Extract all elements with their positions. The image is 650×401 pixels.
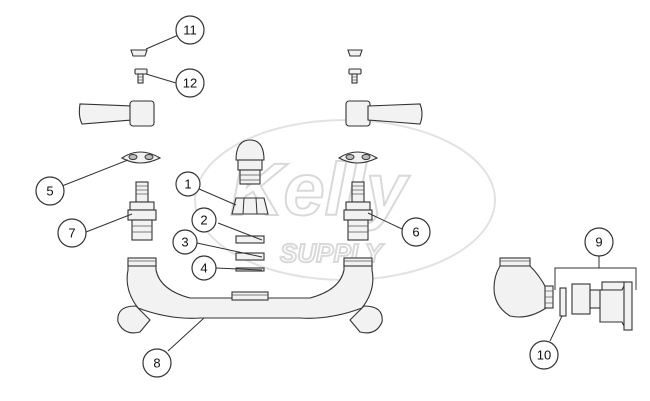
leader-8: [167, 317, 205, 352]
leader-6: [367, 212, 403, 230]
callout-9: 9: [584, 227, 614, 257]
center-dome: [235, 139, 265, 185]
callout-5: 5: [35, 176, 65, 206]
svg-text:6: 6: [412, 225, 419, 240]
leader-12: [145, 73, 177, 84]
flange-nut: [571, 283, 591, 315]
callout-1: 1: [175, 171, 201, 197]
callout-6: 6: [401, 217, 431, 247]
leader-5: [61, 159, 129, 187]
svg-text:10: 10: [537, 348, 551, 363]
eccentric-washer: [559, 287, 567, 317]
svg-text:5: 5: [46, 184, 53, 199]
leader-10: [549, 315, 563, 342]
svg-text:3: 3: [181, 235, 188, 250]
bonnet-nut: [231, 197, 269, 215]
svg-text:2: 2: [200, 213, 207, 228]
watermark: Kelly SUPPLY: [194, 119, 496, 281]
svg-text:8: 8: [153, 356, 160, 371]
callout-8: 8: [142, 348, 172, 378]
index-cap-left: [130, 49, 148, 57]
leader-4: [215, 267, 263, 271]
leader-3: [196, 242, 263, 258]
index-cap-right: [347, 49, 363, 57]
callout-4: 4: [191, 255, 217, 281]
callout-11: 11: [175, 15, 205, 45]
lever-handle-left: [78, 100, 155, 127]
callout-12: 12: [175, 68, 205, 98]
handle-screw-left: [134, 68, 148, 84]
svg-text:4: 4: [200, 261, 207, 276]
handle-screw-right: [348, 68, 362, 84]
callout-7: 7: [57, 218, 87, 248]
cartridge-right: [343, 181, 373, 241]
svg-text:7: 7: [68, 226, 75, 241]
leader-7: [85, 213, 133, 233]
callout-10: 10: [529, 340, 559, 370]
wall-flange-assembly: [493, 257, 633, 331]
cartridge-left: [127, 181, 157, 241]
index-button-left: [120, 151, 162, 164]
washer-upper: [235, 235, 265, 244]
washer-middle: [235, 252, 265, 261]
faucet-body: [117, 257, 383, 334]
callout-3: 3: [172, 229, 198, 255]
svg-text:11: 11: [183, 23, 197, 38]
index-button-right: [337, 151, 379, 164]
lever-handle-right: [345, 100, 423, 127]
svg-text:1: 1: [184, 177, 191, 192]
leader-2: [217, 222, 263, 241]
svg-text:12: 12: [183, 76, 197, 91]
callout-2: 2: [191, 207, 217, 233]
bracket-9: [554, 267, 637, 290]
svg-text:9: 9: [595, 235, 602, 250]
